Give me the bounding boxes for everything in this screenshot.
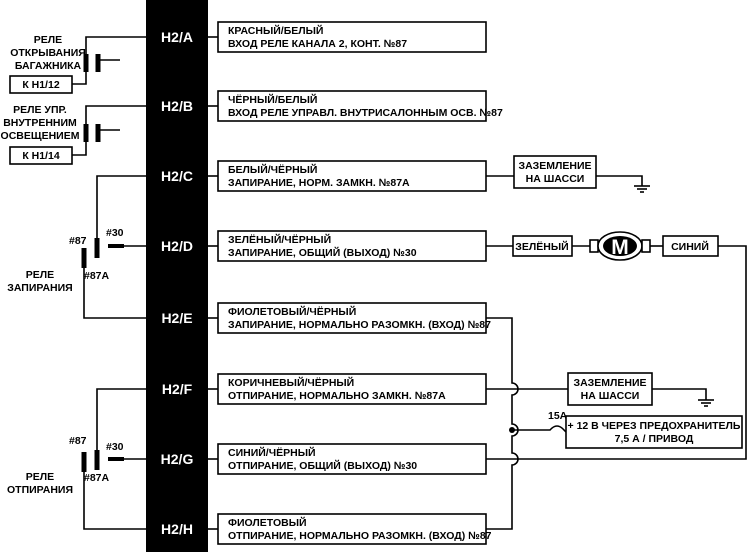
svg-text:К Н1/14: К Н1/14 [22,150,60,162]
pin-desc-box [217,513,487,545]
svg-text:НА ШАССИ: НА ШАССИ [581,390,640,402]
svg-text:ОТПИРАНИЯ: ОТПИРАНИЯ [7,484,73,496]
pin-label: H2/D [161,238,193,254]
pin-desc-box [217,90,487,122]
svg-text:ЗАЗЕМЛЕНИЕ: ЗАЗЕМЛЕНИЕ [574,377,647,389]
pin-desc-box [217,373,487,405]
svg-text:15А: 15А [548,410,568,422]
pin-desc-box [217,21,487,53]
pin-row-a: H2/A КРАСНЫЙ/БЕЛЫЙ ВХОД РЕЛЕ КАНАЛА 2, К… [161,21,487,53]
svg-text:ОТПИРАНИЕ, ОБЩИЙ (ВЫХОД) №30: ОТПИРАНИЕ, ОБЩИЙ (ВЫХОД) №30 [228,459,417,472]
svg-text:РЕЛЕ: РЕЛЕ [26,471,54,483]
svg-text:ФИОЛЕТОВЫЙ/ЧЁРНЫЙ: ФИОЛЕТОВЫЙ/ЧЁРНЫЙ [228,305,356,318]
pin-row-b: H2/B ЧЁРНЫЙ/БЕЛЫЙ ВХОД РЕЛЕ УПРАВЛ. ВНУТ… [161,90,503,122]
pin-label: H2/A [161,29,193,45]
lock-relay: #87 #87А #30 РЕЛЕ ЗАПИРАНИЯ [7,175,146,319]
trunk-relay: РЕЛЕ ОТКРЫВАНИЯ БАГАЖНИКА К Н1/12 [9,34,146,94]
pin-desc-box [217,230,487,262]
svg-text:РЕЛЕ: РЕЛЕ [26,269,54,281]
pin-label: H2/F [162,381,193,397]
svg-text:КОРИЧНЕВЫЙ/ЧЁРНЫЙ: КОРИЧНЕВЫЙ/ЧЁРНЫЙ [228,376,354,389]
svg-text:ВХОД РЕЛЕ УПРАВЛ. ВНУТРИСАЛОНН: ВХОД РЕЛЕ УПРАВЛ. ВНУТРИСАЛОННЫМ ОСВ. №8… [228,107,503,119]
svg-text:#87: #87 [69,235,87,247]
motor-chain: ЗЕЛЁНЫЙ M СИНИЙ [486,231,747,460]
pin-row-g: H2/G СИНИЙ/ЧЁРНЫЙ ОТПИРАНИЕ, ОБЩИЙ (ВЫХО… [161,443,487,475]
connector-bar [146,0,208,552]
svg-text:#87А: #87А [84,472,110,484]
svg-text:ЧЁРНЫЙ/БЕЛЫЙ: ЧЁРНЫЙ/БЕЛЫЙ [228,93,317,106]
svg-text:ОТКРЫВАНИЯ: ОТКРЫВАНИЯ [10,47,86,59]
svg-text:ЗЕЛЁНЫЙ/ЧЁРНЫЙ: ЗЕЛЁНЫЙ/ЧЁРНЫЙ [228,233,331,246]
svg-text:ЗАПИРАНИЕ, НОРМАЛЬНО РАЗОМКН.: ЗАПИРАНИЕ, НОРМАЛЬНО РАЗОМКН. (ВХОД) №87 [228,319,491,331]
svg-text:ОСВЕЩЕНИЕМ: ОСВЕЩЕНИЕМ [1,130,80,142]
svg-text:ЗАЗЕМЛЕНИЕ: ЗАЗЕМЛЕНИЕ [519,160,592,172]
svg-text:M: M [611,236,629,259]
svg-text:ВХОД РЕЛЕ КАНАЛА 2, КОНТ. №87: ВХОД РЕЛЕ КАНАЛА 2, КОНТ. №87 [228,38,407,50]
ground-2: ЗАЗЕМЛЕНИЕ НА ШАССИ [486,372,714,407]
svg-text:#30: #30 [106,227,124,239]
svg-text:+ 12 В ЧЕРЕЗ ПРЕДОХРАНИТЕЛЬ: + 12 В ЧЕРЕЗ ПРЕДОХРАНИТЕЛЬ [568,420,741,432]
svg-text:#30: #30 [106,441,124,453]
power-supply: 15А + 12 В ЧЕРЕЗ ПРЕДОХРАНИТЕЛЬ 7,5 А / … [512,410,743,449]
svg-text:ЗАПИРАНИЯ: ЗАПИРАНИЯ [7,282,72,294]
pin-label: H2/B [161,98,193,114]
svg-text:СИНИЙ: СИНИЙ [671,240,709,253]
svg-text:ЗАПИРАНИЕ, ОБЩИЙ (ВЫХОД) №30: ЗАПИРАНИЕ, ОБЩИЙ (ВЫХОД) №30 [228,246,417,259]
svg-text:7,5 А / ПРИВОД: 7,5 А / ПРИВОД [615,433,694,445]
pin-desc-box [217,160,487,192]
pin-row-e: H2/E ФИОЛЕТОВЫЙ/ЧЁРНЫЙ ЗАПИРАНИЕ, НОРМАЛ… [161,302,491,334]
svg-text:РЕЛЕ УПР.: РЕЛЕ УПР. [13,104,67,116]
pin-label: H2/G [161,451,194,467]
pin-label: H2/C [161,168,193,184]
pin-row-f: H2/F КОРИЧНЕВЫЙ/ЧЁРНЫЙ ОТПИРАНИЕ, НОРМАЛ… [162,373,487,405]
svg-text:БЕЛЫЙ/ЧЁРНЫЙ: БЕЛЫЙ/ЧЁРНЫЙ [228,163,317,176]
svg-text:ОТПИРАНИЕ, НОРМАЛЬНО ЗАМКН. №8: ОТПИРАНИЕ, НОРМАЛЬНО ЗАМКН. №87А [228,390,446,402]
svg-text:НА ШАССИ: НА ШАССИ [526,173,585,185]
svg-text:#87: #87 [69,435,87,447]
light-relay: РЕЛЕ УПР. ВНУТРЕННИМ ОСВЕЩЕНИЕМ К Н1/14 [1,104,146,165]
svg-text:ФИОЛЕТОВЫЙ: ФИОЛЕТОВЫЙ [228,516,307,529]
svg-text:#87А: #87А [84,270,110,282]
tag-k-h1-12 [9,75,73,94]
pin-label: H2/E [161,310,192,326]
ground-1: ЗАЗЕМЛЕНИЕ НА ШАССИ [486,155,650,193]
pin-row-c: H2/C БЕЛЫЙ/ЧЁРНЫЙ ЗАПИРАНИЕ, НОРМ. ЗАМКН… [161,160,487,192]
svg-text:ЗЕЛЁНЫЙ: ЗЕЛЁНЫЙ [515,240,568,253]
pin-desc-box [217,302,487,334]
tag-k-h1-14 [9,146,73,165]
svg-text:БАГАЖНИКА: БАГАЖНИКА [15,60,82,72]
pin-row-h: H2/H ФИОЛЕТОВЫЙ ОТПИРАНИЕ, НОРМАЛЬНО РАЗ… [161,513,492,545]
svg-text:КРАСНЫЙ/БЕЛЫЙ: КРАСНЫЙ/БЕЛЫЙ [228,24,323,37]
svg-text:РЕЛЕ: РЕЛЕ [34,34,62,46]
svg-text:К Н1/12: К Н1/12 [22,79,60,91]
svg-text:ОТПИРАНИЕ, НОРМАЛЬНО РАЗОМКН.: ОТПИРАНИЕ, НОРМАЛЬНО РАЗОМКН. (ВХОД) №87 [228,530,492,542]
pin-label: H2/H [161,521,193,537]
svg-text:ВНУТРЕННИМ: ВНУТРЕННИМ [3,117,77,129]
unlock-relay: #87 #87А #30 РЕЛЕ ОТПИРАНИЯ [7,388,146,530]
svg-text:СИНИЙ/ЧЁРНЫЙ: СИНИЙ/ЧЁРНЫЙ [228,446,316,459]
svg-text:ЗАПИРАНИЕ, НОРМ. ЗАМКН. №87А: ЗАПИРАНИЕ, НОРМ. ЗАМКН. №87А [228,177,410,189]
bus-wire [486,317,519,530]
pin-row-d: H2/D ЗЕЛЁНЫЙ/ЧЁРНЫЙ ЗАПИРАНИЕ, ОБЩИЙ (ВЫ… [161,230,487,262]
